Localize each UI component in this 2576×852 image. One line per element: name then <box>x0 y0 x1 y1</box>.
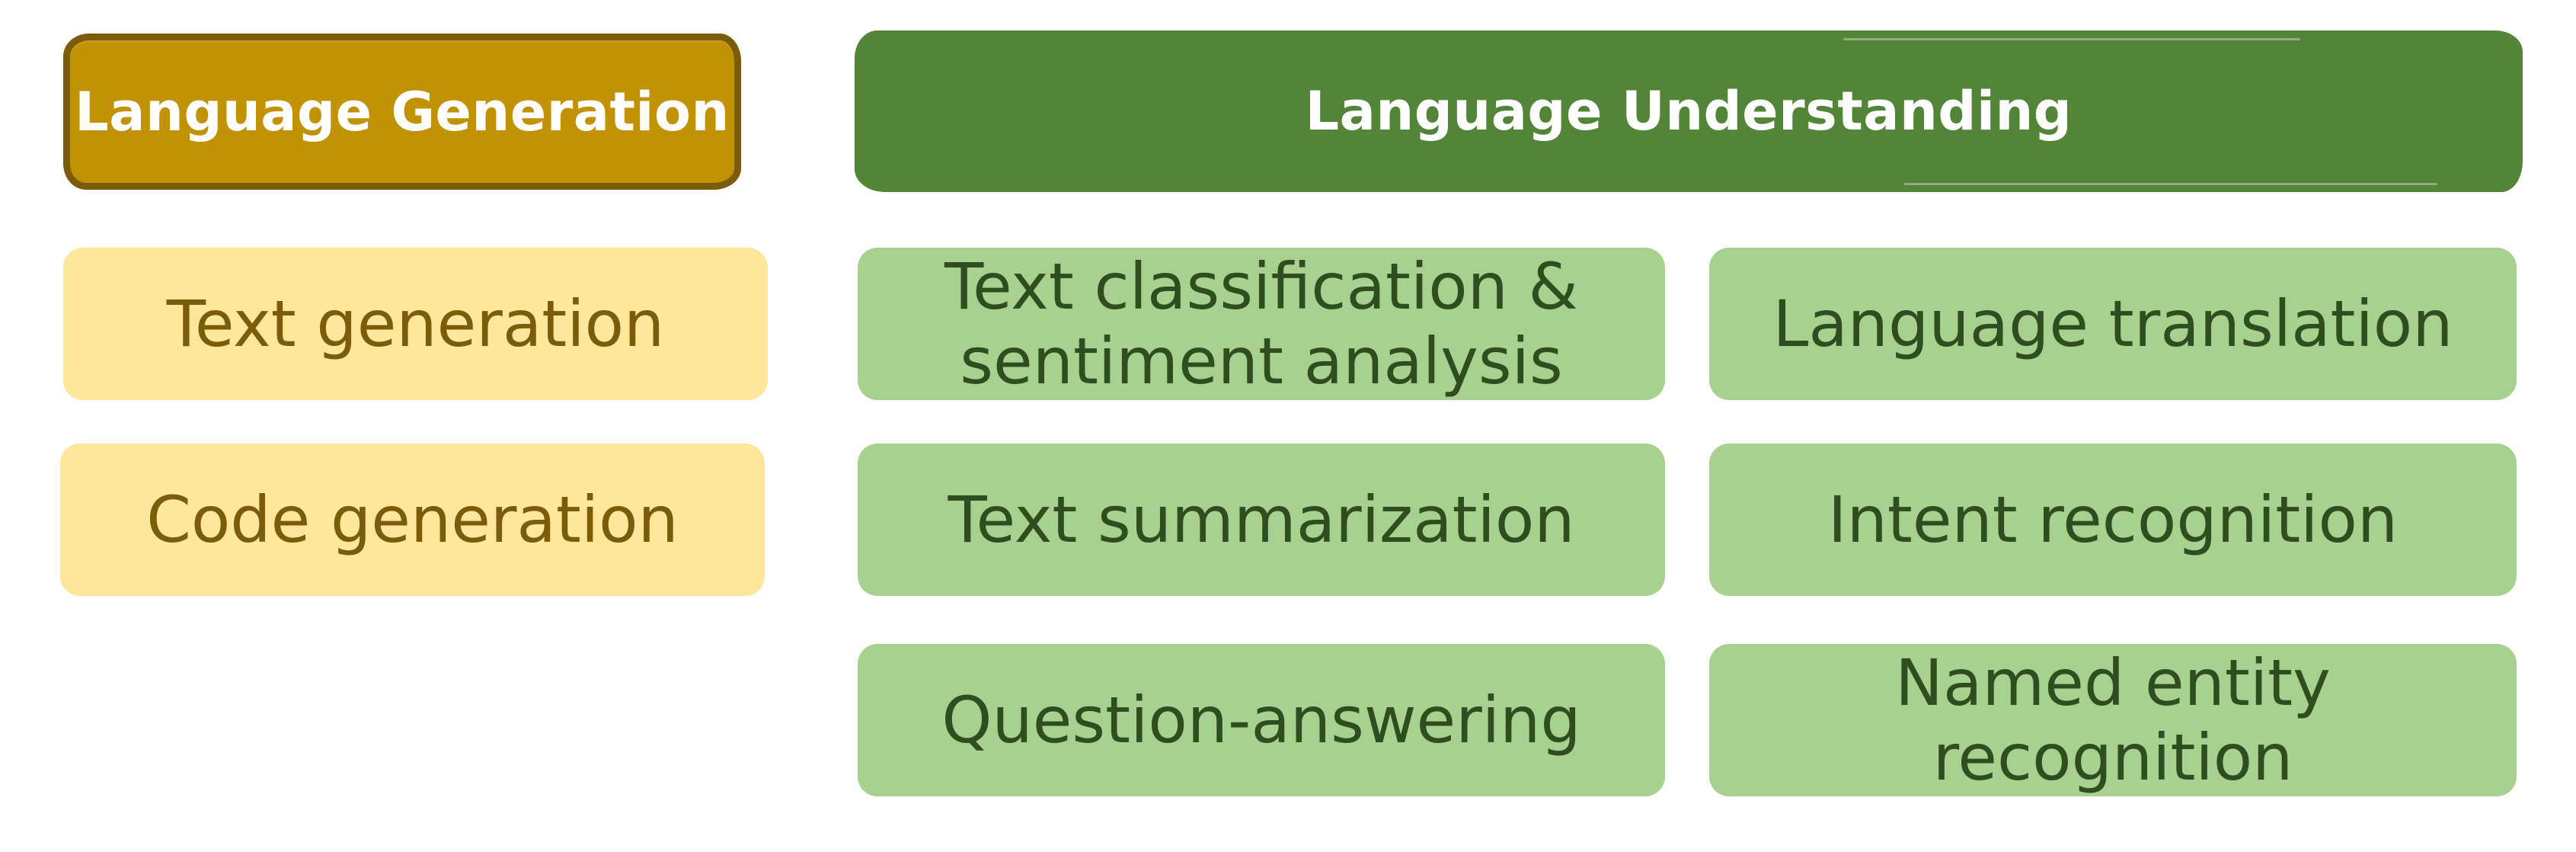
text-generation-label: Text generation <box>166 287 665 361</box>
language-translation-box: Language translation <box>1709 248 2517 400</box>
language-understanding-title: Language Understanding <box>1305 80 2073 143</box>
text-summarization-label: Text summarization <box>948 482 1575 557</box>
header-sketch-stroke <box>1904 183 2437 185</box>
language-generation-title: Language Generation <box>75 80 730 143</box>
text-classification-box: Text classification & sentiment analysis <box>858 248 1665 400</box>
intent-recognition-label: Intent recognition <box>1827 482 2399 557</box>
question-answering-label: Question-answering <box>941 683 1581 758</box>
language-understanding-header: Language Understanding <box>855 30 2523 192</box>
text-classification-label: Text classification & sentiment analysis <box>944 249 1579 399</box>
code-generation-label: Code generation <box>146 482 679 557</box>
language-translation-label: Language translation <box>1772 287 2453 361</box>
language-generation-header: Language Generation <box>63 34 741 190</box>
text-summarization-box: Text summarization <box>858 444 1665 596</box>
question-answering-box: Question-answering <box>858 644 1665 796</box>
intent-recognition-box: Intent recognition <box>1709 444 2517 596</box>
header-sketch-stroke <box>1843 38 2300 40</box>
named-entity-recognition-label: Named entity recognition <box>1895 645 2331 795</box>
named-entity-recognition-box: Named entity recognition <box>1709 644 2517 796</box>
code-generation-box: Code generation <box>60 444 765 596</box>
text-generation-box: Text generation <box>63 248 768 400</box>
